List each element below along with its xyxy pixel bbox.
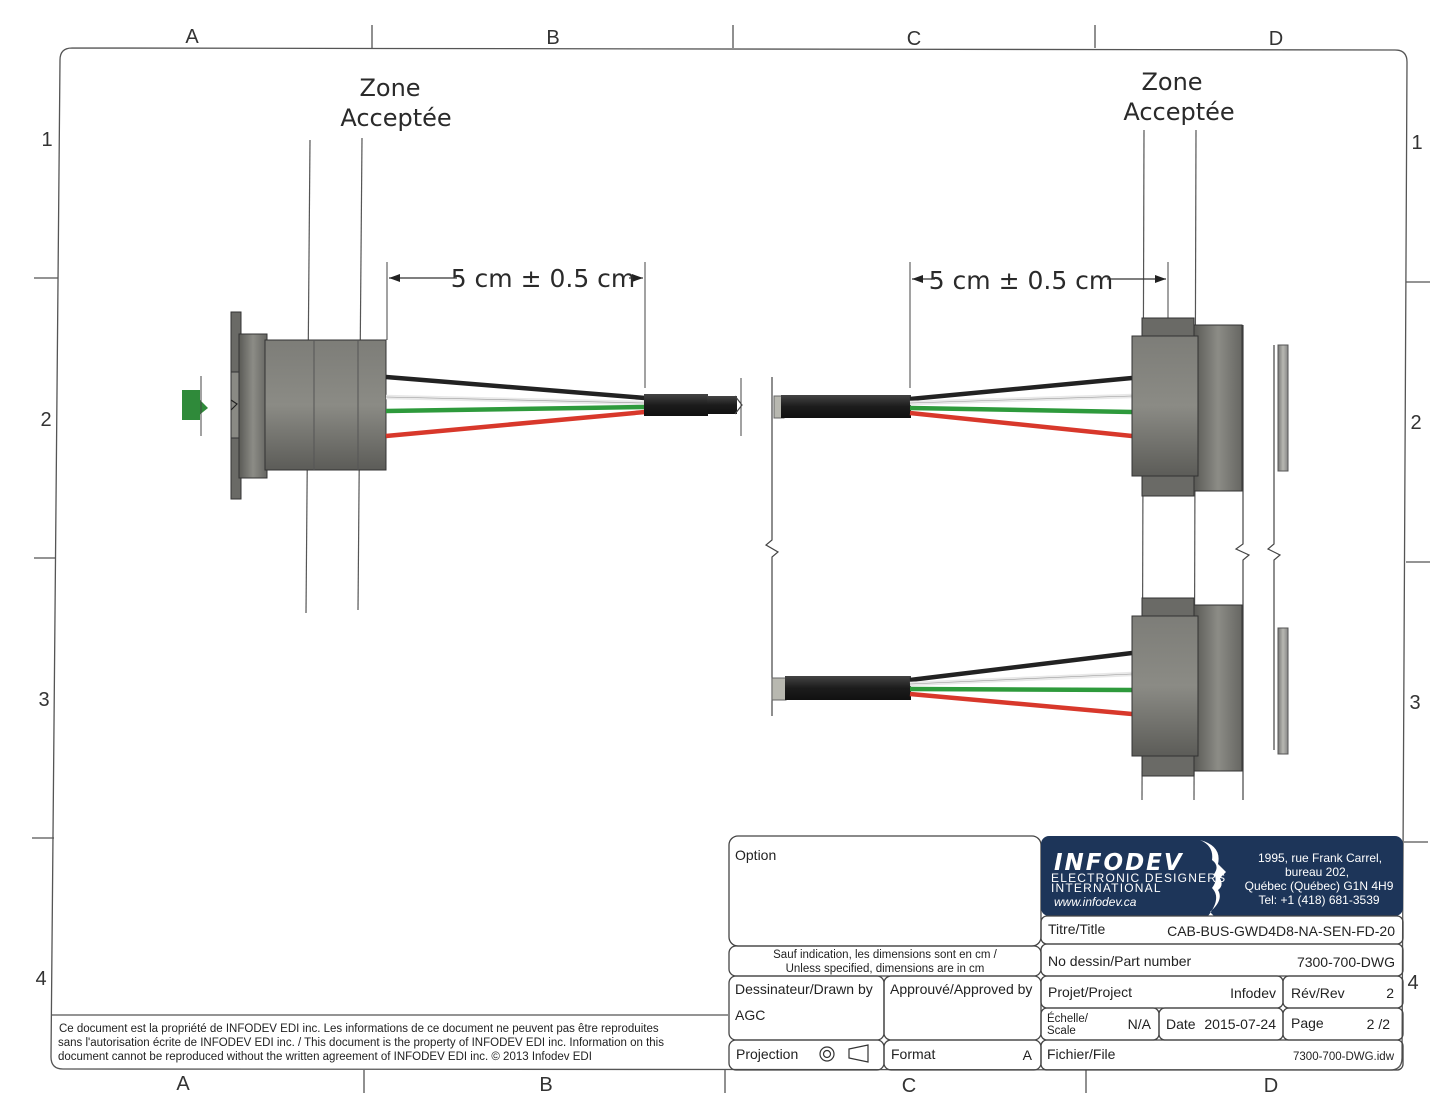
row-label-left-3: 3	[38, 689, 49, 711]
dimension-right: 5 cm ± 0.5 cm	[909, 262, 1169, 388]
title-label: Titre/Title	[1048, 921, 1106, 937]
page-value: 2 /2	[1367, 1016, 1391, 1032]
infodev-logo: INFODEV ELECTRONIC DESIGNERS INTERNATION…	[1041, 836, 1403, 916]
dimension-right-label: 5 cm ± 0.5 cm	[929, 266, 1114, 295]
col-label-top-b: B	[546, 27, 559, 49]
zone-lines	[305, 129, 1197, 801]
format-value: A	[1023, 1047, 1033, 1063]
col-label-bottom-b: B	[539, 1074, 552, 1096]
right-bottom-connector	[1131, 597, 1289, 777]
right-top-connector	[1131, 317, 1289, 497]
svg-text:Acceptée: Acceptée	[340, 104, 451, 132]
row-label-right-3: 3	[1409, 692, 1420, 714]
col-label-bottom-a: A	[176, 1073, 190, 1095]
col-label-top-a: A	[185, 26, 199, 48]
row-label-right-1: 1	[1411, 132, 1422, 154]
right-bottom-wires	[771, 650, 1133, 717]
row-label-left-2: 2	[40, 409, 51, 431]
scale-label-1: Échelle/	[1047, 1012, 1089, 1025]
company-address: 1995, rue Frank Carrel, bureau 202, Québ…	[1245, 851, 1394, 907]
break-line	[764, 325, 1282, 800]
scale-value: N/A	[1128, 1016, 1152, 1032]
left-wires	[385, 374, 743, 439]
col-label-top-c: C	[907, 28, 921, 50]
svg-text:Zone: Zone	[1141, 68, 1202, 96]
part-number-label: No dessin/Part number	[1048, 953, 1192, 969]
zone-label-left: Zone Acceptée	[340, 74, 451, 132]
projection-label: Projection	[736, 1046, 798, 1062]
title-value: CAB-BUS-GWD4D8-NA-SEN-FD-20	[1167, 923, 1395, 939]
left-connector	[182, 311, 387, 500]
col-label-top-d: D	[1269, 28, 1283, 50]
format-label: Format	[891, 1046, 935, 1062]
date-value: 2015-07-24	[1204, 1016, 1276, 1032]
dimension-left: 5 cm ± 0.5 cm	[386, 262, 646, 388]
row-label-left-4: 4	[35, 968, 46, 990]
scale-label-2: Scale	[1047, 1025, 1076, 1037]
svg-text:Québec (Québec) G1N 4H9: Québec (Québec) G1N 4H9	[1245, 879, 1394, 893]
title-block-right	[1040, 915, 1404, 1071]
svg-text:bureau 202,: bureau 202,	[1285, 865, 1349, 879]
project-value: Infodev	[1230, 985, 1276, 1001]
row-label-right-4: 4	[1407, 972, 1418, 994]
svg-text:Ce document est la propriété d: Ce document est la propriété de INFODEV …	[59, 1023, 659, 1035]
svg-text:www.infodev.ca: www.infodev.ca	[1054, 895, 1137, 909]
rev-value: 2	[1386, 985, 1394, 1001]
part-number-value: 7300-700-DWG	[1297, 954, 1395, 970]
file-value: 7300-700-DWG.idw	[1293, 1051, 1395, 1063]
svg-text:sans l'autorisation écrite de: sans l'autorisation écrite de INFODEV ED…	[58, 1037, 664, 1049]
page-label: Page	[1291, 1015, 1324, 1031]
file-label: Fichier/File	[1047, 1046, 1116, 1062]
col-label-bottom-d: D	[1264, 1075, 1278, 1097]
svg-text:ELECTRONIC DESIGNERS: ELECTRONIC DESIGNERS	[1051, 871, 1226, 885]
svg-text:Tel: +1 (418) 681-3539: Tel: +1 (418) 681-3539	[1258, 893, 1379, 907]
svg-text:INTERNATIONAL: INTERNATIONAL	[1051, 881, 1162, 895]
option-label: Option	[735, 847, 776, 863]
dimension-left-label: 5 cm ± 0.5 cm	[451, 264, 636, 293]
approved-by-label: Approuvé/Approved by	[890, 981, 1032, 997]
right-top-wires	[773, 375, 1133, 439]
row-label-left-1: 1	[41, 129, 52, 151]
units-note-fr: Sauf indication, les dimensions sont en …	[773, 949, 998, 961]
drawn-by-label: Dessinateur/Drawn by	[735, 981, 873, 997]
zone-label-right: Zone Acceptée	[1123, 68, 1234, 126]
project-label: Projet/Project	[1048, 984, 1132, 1000]
svg-text:1995, rue Frank Carrel,: 1995, rue Frank Carrel,	[1258, 851, 1382, 865]
projection-symbol-icon	[819, 1044, 869, 1063]
svg-text:INFODEV: INFODEV	[1054, 850, 1184, 876]
units-note-en: Unless specified, dimensions are in cm	[786, 963, 985, 975]
rev-label: Rév/Rev	[1291, 985, 1345, 1001]
drawn-by-value: AGC	[735, 1007, 765, 1023]
grid-labels: A B C D A B C D 1 2 3 4 1 2 3 4	[35, 26, 1422, 1097]
svg-text:Acceptée: Acceptée	[1123, 98, 1234, 126]
svg-text:Zone: Zone	[359, 74, 420, 102]
svg-text:document cannot be reproduced: document cannot be reproduced without th…	[58, 1051, 592, 1063]
row-label-right-2: 2	[1410, 412, 1421, 434]
col-label-bottom-c: C	[902, 1075, 916, 1097]
copyright-notice: Ce document est la propriété de INFODEV …	[51, 1014, 728, 1063]
date-label: Date	[1166, 1016, 1196, 1032]
